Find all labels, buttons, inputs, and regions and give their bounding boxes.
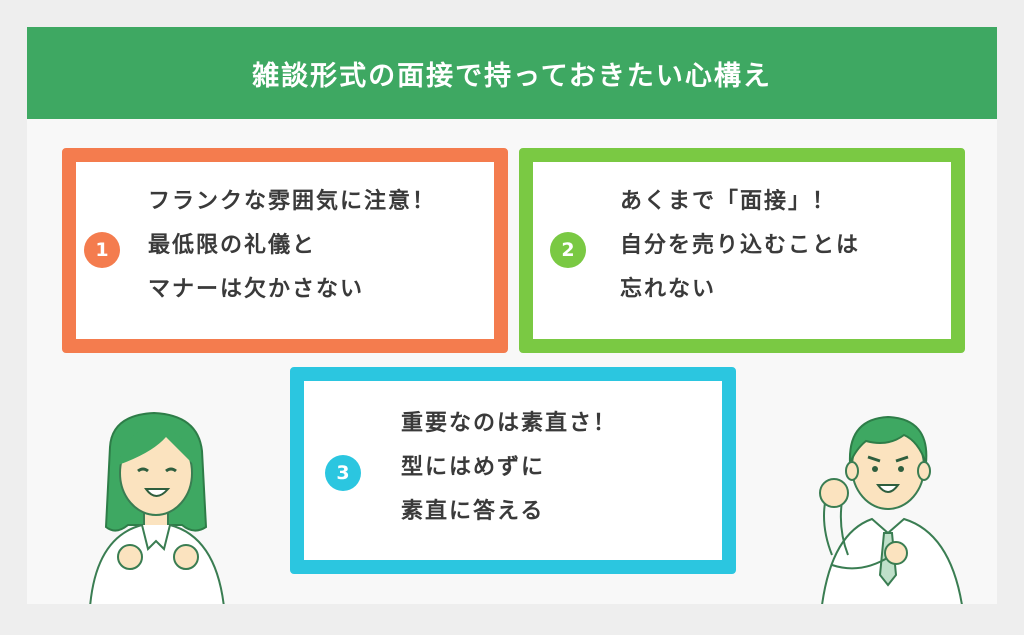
tip-line: あくまで「面接」！ — [620, 189, 837, 214]
tip-line: 重要なのは素直さ！ — [401, 411, 618, 436]
tip-text: 重要なのは素直さ！ 型にはめずに 素直に答える — [401, 402, 617, 534]
page-title: 雑談形式の面接で持っておきたい心構え — [252, 60, 772, 92]
tip-line: 型にはめずに — [401, 455, 546, 480]
tip-number-badge: 2 — [550, 232, 586, 268]
tip-line: 最低限の礼儀と — [148, 233, 317, 258]
tip-line: 素直に答える — [401, 499, 545, 524]
tip-line: マナーは欠かさない — [148, 277, 365, 302]
tip-text: あくまで「面接」！ 自分を売り込むことは 忘れない — [620, 180, 860, 312]
tip-number-badge: 1 — [84, 232, 120, 268]
man-illustration — [819, 415, 963, 604]
tip-line: フランクな雰囲気に注意！ — [148, 189, 437, 214]
infographic-card: 雑談形式の面接で持っておきたい心構え 1 フランクな雰囲気に注意！ 最低限の礼儀… — [27, 27, 997, 604]
tip-box-1: 1 フランクな雰囲気に注意！ 最低限の礼儀と マナーは欠かさない — [62, 148, 508, 353]
woman-illustration — [89, 411, 225, 604]
tip-box-3: 3 重要なのは素直さ！ 型にはめずに 素直に答える — [290, 367, 736, 574]
header-banner: 雑談形式の面接で持っておきたい心構え — [27, 27, 997, 119]
tip-line: 自分を売り込むことは — [620, 233, 861, 258]
tip-number-badge: 3 — [325, 455, 361, 491]
tip-line: 忘れない — [620, 277, 717, 302]
tip-text: フランクな雰囲気に注意！ 最低限の礼儀と マナーは欠かさない — [148, 180, 436, 312]
tip-box-2: 2 あくまで「面接」！ 自分を売り込むことは 忘れない — [519, 148, 965, 353]
